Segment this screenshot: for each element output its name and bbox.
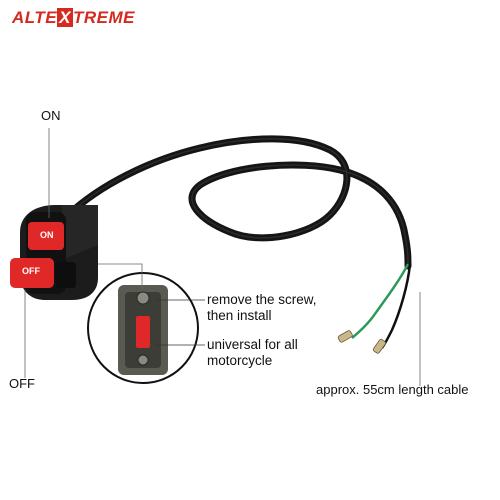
logo-x: X (57, 8, 73, 27)
green-wire (351, 263, 410, 339)
switch-housing (10, 205, 98, 300)
detail-leader-line (98, 263, 143, 290)
logo-prefix: ALTE (12, 8, 58, 27)
on-button (28, 222, 64, 250)
universal-callout-line2: motorcycle (207, 353, 273, 368)
screw-callout-line1: remove the screw, (207, 292, 317, 307)
detail-clamp (118, 285, 168, 375)
off-button (10, 258, 54, 288)
universal-callout: universal for all motorcycle (207, 337, 298, 369)
universal-callout-line1: universal for all (207, 337, 298, 352)
wire-connector-2 (372, 338, 386, 354)
cable-coil (64, 135, 412, 270)
screw-callout: remove the screw, then install (207, 292, 317, 324)
on-label: ON (41, 108, 61, 123)
screw-callout-line2: then install (207, 308, 272, 323)
wire-connector-1 (337, 330, 353, 343)
off-button-text: OFF (22, 266, 40, 276)
logo-suffix: TREME (72, 8, 135, 27)
black-wire (380, 263, 412, 349)
off-label: OFF (9, 376, 35, 391)
cable-length-label: approx. 55cm length cable (316, 382, 469, 397)
on-button-text: ON (40, 230, 54, 240)
